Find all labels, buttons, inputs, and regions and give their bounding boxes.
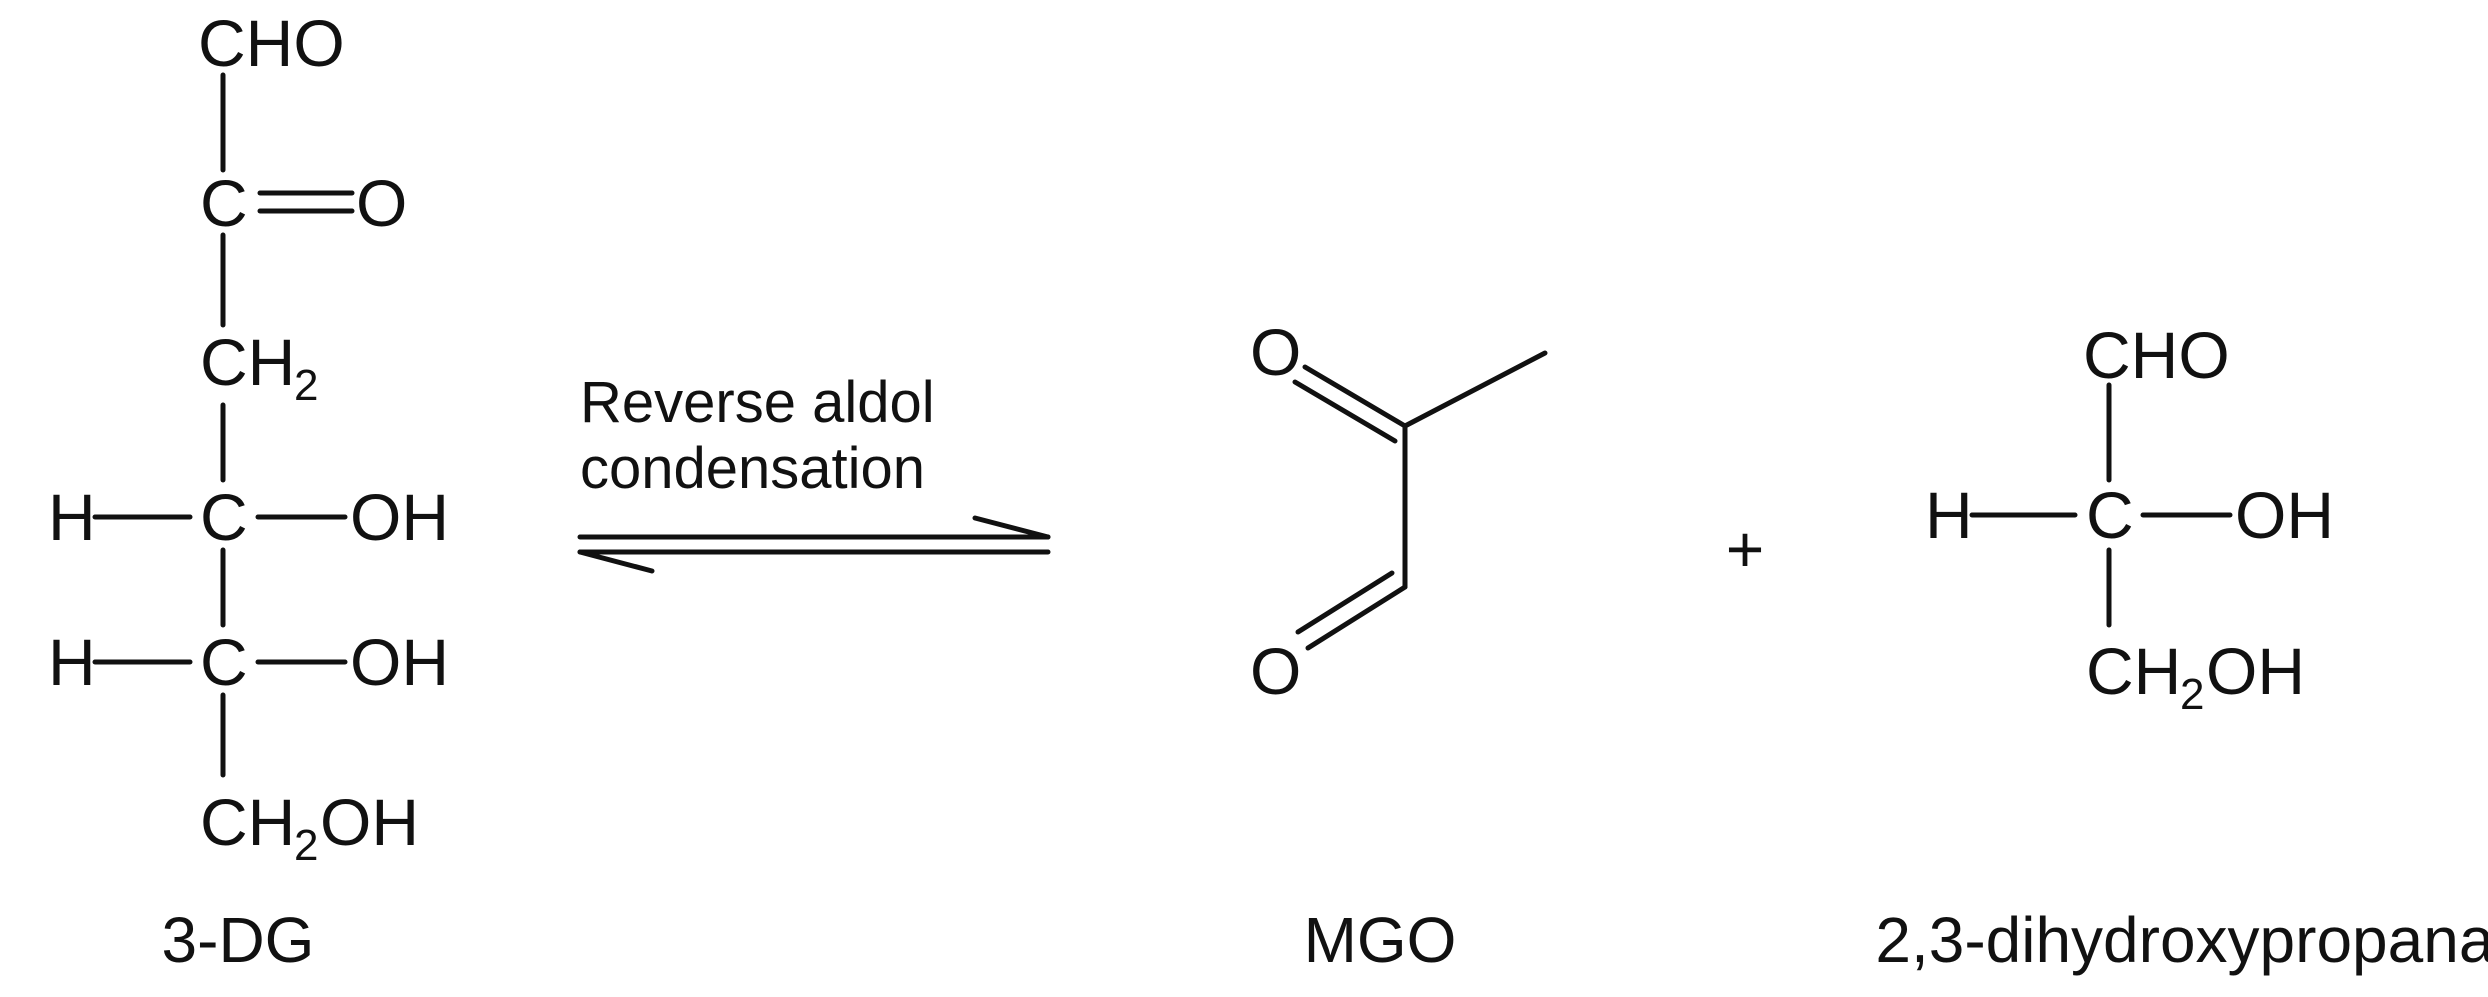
reactant-3dg: CHO C O CH 2 H C OH H C OH CH 2 OH 3-DG [48, 6, 449, 976]
bond-mgo-c2-o-1 [1302, 364, 1408, 429]
atom-dhp-cho: CHO [2083, 318, 2230, 392]
atom-h4: H [48, 480, 96, 554]
plus-sign: + [1726, 512, 1765, 586]
atom-c2: C [200, 166, 248, 240]
atom-c4: C [200, 480, 248, 554]
atom-ch2-c: CH [200, 325, 295, 399]
bond-mgo-c2-ch3 [1402, 350, 1548, 429]
reactant-name: 3-DG [162, 904, 315, 976]
atom-cho: CHO [198, 6, 345, 80]
reaction-condition-line2: condensation [580, 436, 925, 501]
product1-name: MGO [1304, 904, 1457, 976]
bond-mgo-c2-o-2 [1292, 379, 1398, 444]
bond-mgo-c1-o-2 [1295, 570, 1395, 635]
atom-h5: H [48, 625, 96, 699]
reaction-condition-line1: Reverse aldol [580, 370, 935, 435]
atom-oh4: OH [350, 480, 449, 554]
atom-dhp-oh: OH [2235, 478, 2334, 552]
atom-dhp-ch2oh-subscript: 2 [2180, 670, 2204, 719]
reverse-arrow-head [577, 549, 655, 574]
product2-name: 2,3-dihydroxypropanal [1875, 904, 2488, 976]
atom-ch2oh-c: CH [200, 785, 295, 859]
atom-ch2oh-subscript: 2 [294, 821, 318, 870]
atom-o2: O [356, 166, 407, 240]
atom-mgo-o-bottom: O [1250, 634, 1301, 708]
forward-arrow-head [972, 515, 1051, 540]
atom-ch2oh-oh: OH [320, 785, 419, 859]
atom-oh5: OH [350, 625, 449, 699]
atom-ch2-subscript: 2 [294, 361, 318, 410]
product-dihydroxypropanal: CHO H C OH CH 2 OH 2,3-dihydroxypropanal [1875, 318, 2488, 976]
atom-mgo-o-top: O [1250, 315, 1301, 389]
atom-dhp-h: H [1925, 478, 1973, 552]
bond-mgo-c1-o-1 [1305, 584, 1408, 651]
reaction-arrow: Reverse aldol condensation [577, 370, 1051, 574]
product-mgo: O O MGO [1250, 315, 1548, 976]
atom-c5: C [200, 625, 248, 699]
atom-dhp-ch2oh-c: CH [2086, 634, 2181, 708]
atom-dhp-ch2oh-oh: OH [2206, 634, 2305, 708]
atom-dhp-c: C [2086, 478, 2134, 552]
